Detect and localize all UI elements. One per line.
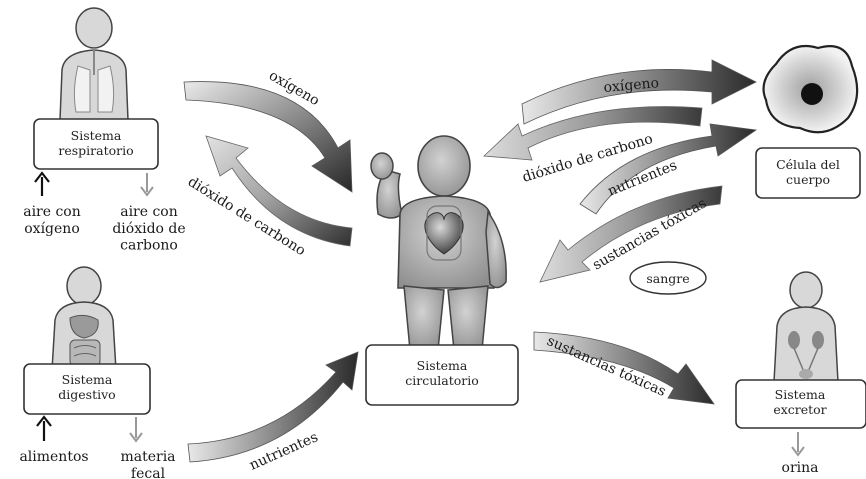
excretory-figure-icon [773,271,839,383]
food-in-arrow-icon [36,415,52,441]
text-line: cuerpo [786,172,830,187]
cell-box [755,147,861,199]
text-line: Sistema [71,128,122,143]
text-line: aire con [120,204,178,220]
toxic-arrow-upper [539,185,723,283]
oxygen-arrow-left [183,81,353,193]
toxic-arrow-lower [533,331,715,405]
text-line: aire con [23,204,81,220]
oxygen-label-right: oxígeno [603,75,660,96]
digestive-system-box [23,363,151,415]
air-out-arrow-icon [140,173,154,197]
blood-label: sangre [646,271,689,286]
text-line: Sistema [62,372,113,387]
text-line: Sistema [417,358,468,373]
co2-arrow-left [205,135,353,247]
text-line: Célula del [776,157,840,172]
air-in-arrow-icon [34,171,50,196]
text-line: oxígeno [24,221,80,237]
text-line: dióxido de [112,221,185,237]
urine-label: orina [782,460,819,476]
text-line: excretor [773,402,826,417]
text-line: Sistema [775,387,826,402]
oxygen-arrow-right [521,59,757,125]
text-line: carbono [120,238,178,254]
respiratory-system-box [33,118,159,170]
text-line: materia [120,449,175,465]
respiratory-figure-icon [59,7,129,121]
text-line: digestivo [58,387,115,402]
circulatory-system-box [365,344,519,406]
nutrients-arrow-left [187,351,359,463]
body-cell-icon [762,44,859,134]
feces-out-arrow-icon [129,417,143,443]
urine-out-arrow-icon [791,432,805,457]
circulatory-person-icon [370,135,507,351]
nutrients-arrow-right [579,123,758,215]
text-line: respiratorio [58,143,133,158]
digestive-figure-icon [51,266,117,371]
text-line: circulatorio [405,373,479,388]
food-label: alimentos [19,449,88,465]
text-line: fecal [131,466,166,479]
co2-arrow-right [483,106,703,161]
blood-oval [629,261,707,295]
excretory-system-box [735,379,866,429]
